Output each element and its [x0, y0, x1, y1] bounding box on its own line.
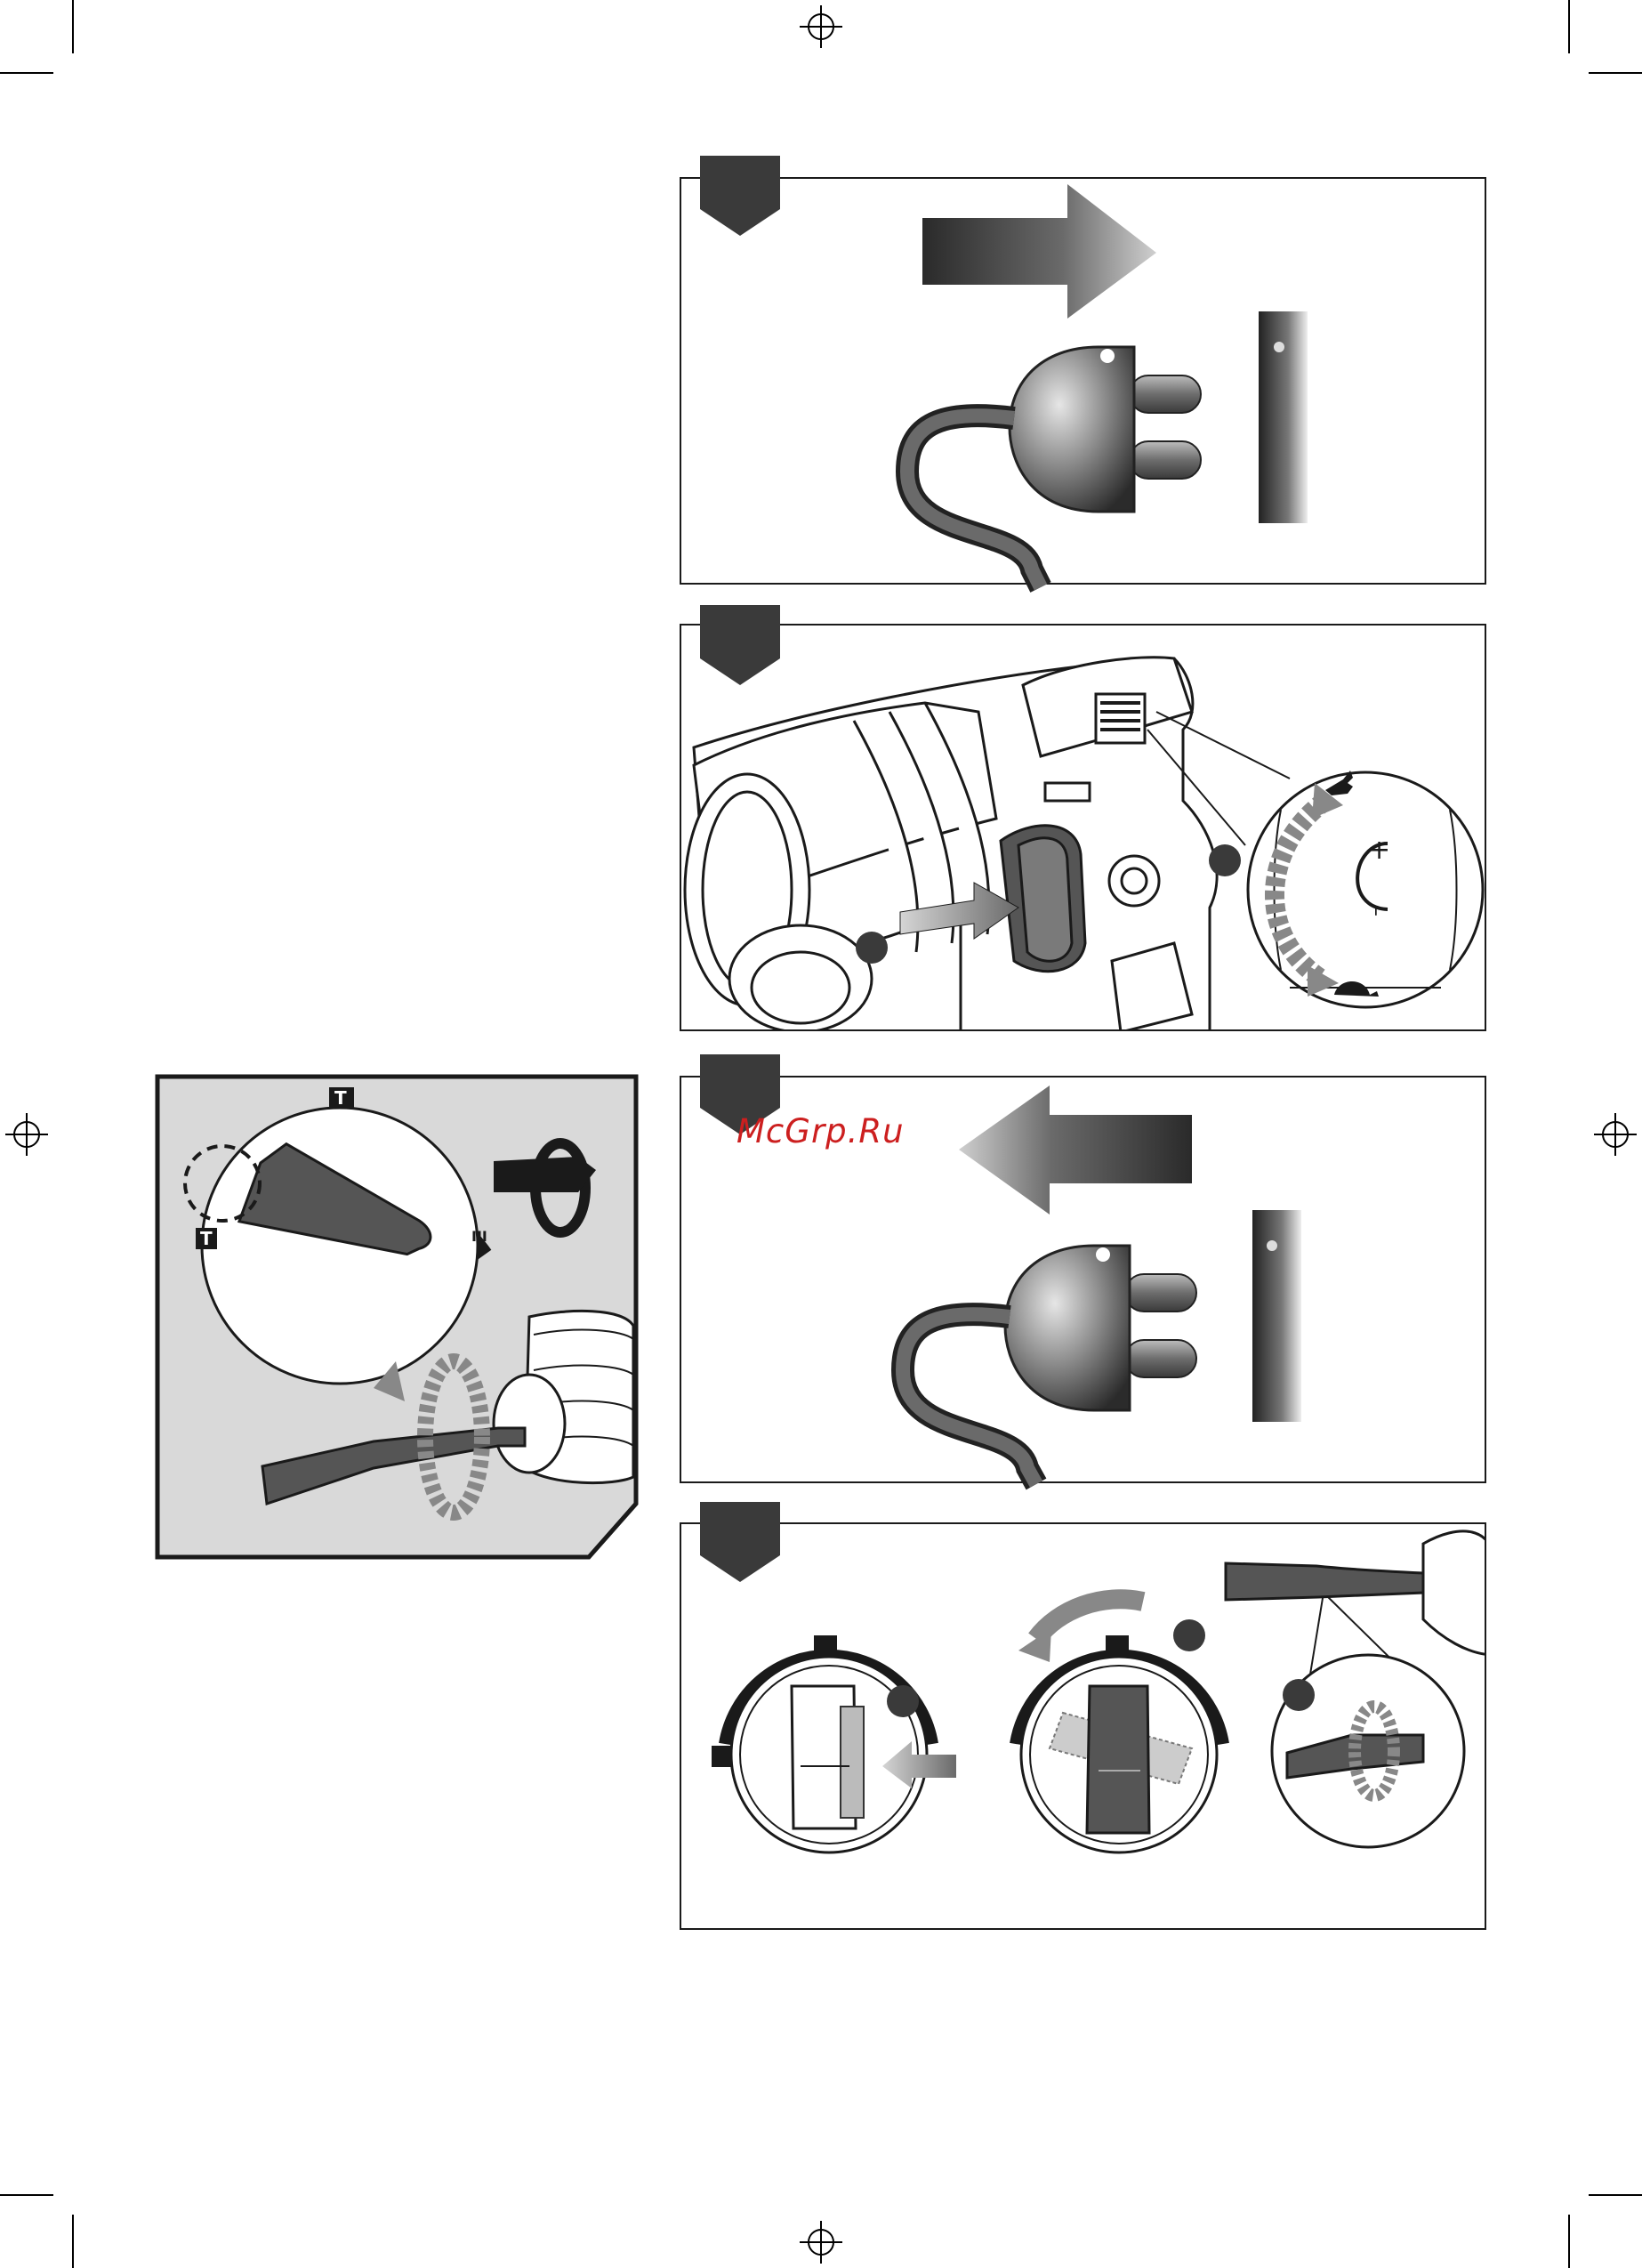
inset-bit-lock — [157, 1077, 636, 1557]
watermark-text: McGrp.Ru — [736, 1112, 905, 1150]
panel-2-speed-setting: + – — [680, 605, 1485, 1032]
inset-dial-left-mark: T — [200, 1228, 213, 1249]
speed-plus-label: + — [1368, 835, 1390, 866]
speed-wheel-detail — [1248, 772, 1483, 1007]
step-marker-1 — [856, 932, 888, 964]
panel-1-unplug — [680, 156, 1485, 587]
panel-4-mode-selector — [680, 1502, 1494, 1929]
wall-socket-icon — [1259, 311, 1308, 523]
inset-dial-top-mark: T — [334, 1087, 347, 1109]
speed-minus-label: – — [1364, 906, 1389, 916]
inset-dial-right-mark: III — [471, 1228, 487, 1245]
dial-2 — [1016, 1599, 1223, 1852]
wall-socket-icon-2 — [1252, 1210, 1301, 1422]
step-marker-2 — [1209, 844, 1241, 876]
